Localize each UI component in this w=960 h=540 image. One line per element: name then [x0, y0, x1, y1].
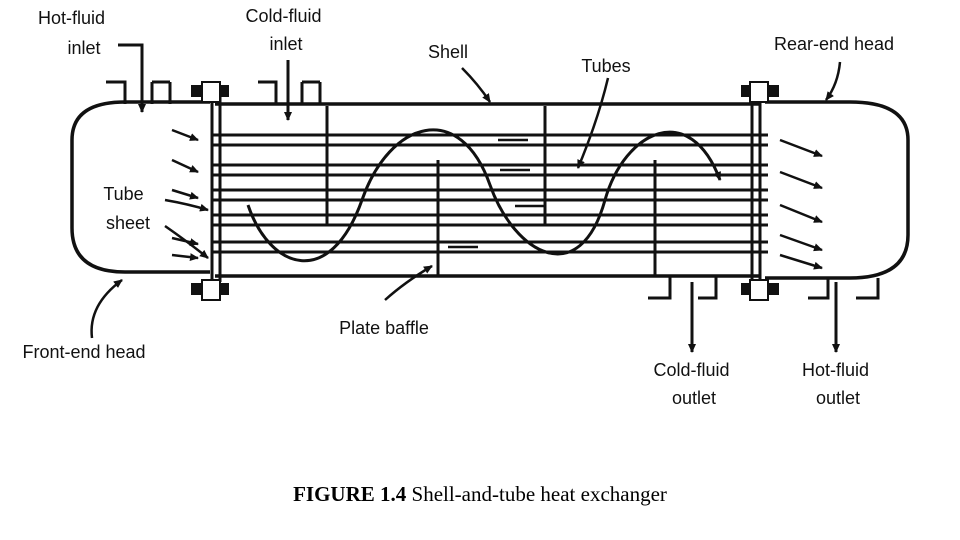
rear-head-flow-arrows — [779, 138, 823, 270]
figure-title: Shell-and-tube heat exchanger — [411, 482, 667, 506]
cold-fluid-outlet-label: Cold-fluid outlet — [653, 360, 734, 408]
cold-fluid-inlet-nozzle — [258, 80, 322, 104]
hot-fluid-inlet-arrow — [118, 43, 146, 113]
hot-fluid-outlet-nozzle — [808, 278, 880, 300]
rear-end-head-leader — [824, 61, 842, 101]
cold-fluid-outlet-nozzle — [648, 276, 718, 300]
hot-fluid-outlet-label: Hot-fluid outlet — [802, 360, 874, 408]
shell-side-flow-path — [246, 128, 722, 263]
cold-fluid-inlet-label: Cold-fluid inlet — [245, 6, 326, 54]
figure-caption: FIGURE 1.4 Shell-and-tube heat exchanger — [0, 482, 960, 507]
hot-fluid-inlet-label: Hot-fluid inlet — [38, 8, 110, 58]
tubes-label: Tubes — [581, 56, 630, 76]
rear-end-head — [765, 100, 910, 280]
tube-sheet-leader-1 — [164, 198, 209, 212]
shell-leader — [461, 67, 492, 103]
figure-number: FIGURE 1.4 — [293, 482, 407, 506]
tubes-leader — [576, 77, 610, 169]
shell-label: Shell — [428, 42, 468, 62]
plate-baffle-leader — [384, 264, 433, 301]
plate-baffle-label: Plate baffle — [339, 318, 429, 338]
tube-bundle — [212, 133, 768, 254]
front-end-head-leader — [90, 278, 123, 339]
rear-end-head-label: Rear-end head — [774, 34, 894, 54]
front-end-head-label: Front-end head — [22, 342, 145, 362]
front-end-head — [70, 100, 210, 274]
hot-fluid-inlet-nozzle — [106, 80, 172, 104]
tube-sheet-label: Tube sheet — [103, 184, 150, 233]
tube-sheet-leader-2 — [164, 224, 209, 259]
